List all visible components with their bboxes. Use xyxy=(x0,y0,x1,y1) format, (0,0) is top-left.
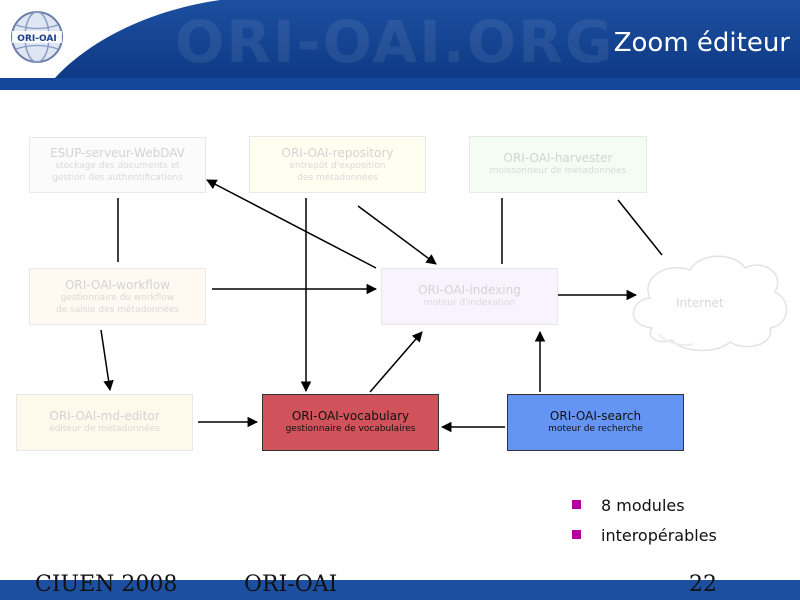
node-title: ORI-OAI-search xyxy=(549,409,642,423)
node-harvester: ORI-OAI-harvester moissonneur de métadon… xyxy=(469,136,647,193)
node-vocabulary: ORI-OAI-vocabulary gestionnaire de vocab… xyxy=(262,394,439,451)
node-subtitle: gestion des authentifications xyxy=(52,173,183,183)
node-subtitle: moissonneur de métadonnées xyxy=(489,166,627,176)
node-workflow: ORI-OAI-workflow gestionnaire du workflo… xyxy=(29,268,206,325)
node-subtitle: stockage des documents et xyxy=(55,161,180,171)
ori-oai-logo: ORI-OAI xyxy=(11,11,63,63)
node-title: ORI-OAI-repository xyxy=(281,146,394,160)
header-strip xyxy=(0,78,800,90)
footer-bar xyxy=(0,580,800,600)
internet-cloud xyxy=(632,255,788,352)
connectors xyxy=(100,179,663,433)
node-title: ORI-OAI-indexing xyxy=(418,283,521,297)
header-watermark: ORI-OAI.ORG xyxy=(175,8,615,76)
node-subtitle: gestionnaire du workflow xyxy=(60,293,175,303)
footer-event: CIUEN 2008 xyxy=(35,572,178,597)
node-subtitle: entrepôt d'exposition xyxy=(289,161,386,171)
node-repository: ORI-OAI-repository entrepôt d'exposition… xyxy=(249,136,426,193)
slide-title: Zoom éditeur xyxy=(613,28,790,58)
edge-harv-internet xyxy=(617,199,663,256)
node-title: ORI-OAI-workflow xyxy=(64,278,171,292)
node-subtitle: de saisie des métadonnées xyxy=(56,305,179,315)
logo-text: ORI-OAI xyxy=(17,34,56,44)
node-md-editor: ORI-OAI-md-editor éditeur de métadonnées xyxy=(16,394,193,451)
node-title: ESUP-serveur-WebDAV xyxy=(50,146,185,160)
bullet-text: interopérables xyxy=(601,526,717,545)
bullet-square-icon xyxy=(572,530,581,539)
page-number: 22 xyxy=(689,572,717,597)
node-title: ORI-OAI-vocabulary xyxy=(291,409,410,423)
node-subtitle: moteur de recherche xyxy=(548,424,643,434)
edge-repo-index xyxy=(357,205,437,265)
node-subtitle: gestionnaire de vocabulaires xyxy=(285,424,416,434)
node-subtitle: éditeur de métadonnées xyxy=(49,424,160,434)
edge-vocab-index xyxy=(369,331,423,393)
edge-work-md xyxy=(100,329,114,392)
edge-index-esup xyxy=(206,179,377,269)
node-subtitle: des métadonnées xyxy=(297,173,378,183)
node-indexing: ORI-OAI-indexing moteur d'indexation xyxy=(381,268,558,325)
node-subtitle: moteur d'indexation xyxy=(423,298,516,308)
node-title: ORI-OAI-md-editor xyxy=(49,409,160,423)
node-esup-webdav: ESUP-serveur-WebDAV stockage des documen… xyxy=(29,137,206,193)
footer-project: ORI-OAI xyxy=(244,572,338,597)
internet-label: Internet xyxy=(676,296,724,310)
slide-header: ORI-OAI.ORG ORI-OAI Zoom éditeur xyxy=(0,0,800,78)
bullet-square-icon xyxy=(572,500,581,509)
node-search: ORI-OAI-search moteur de recherche xyxy=(507,394,684,451)
node-title: ORI-OAI-harvester xyxy=(503,151,613,165)
bullet-text: 8 modules xyxy=(601,496,685,515)
